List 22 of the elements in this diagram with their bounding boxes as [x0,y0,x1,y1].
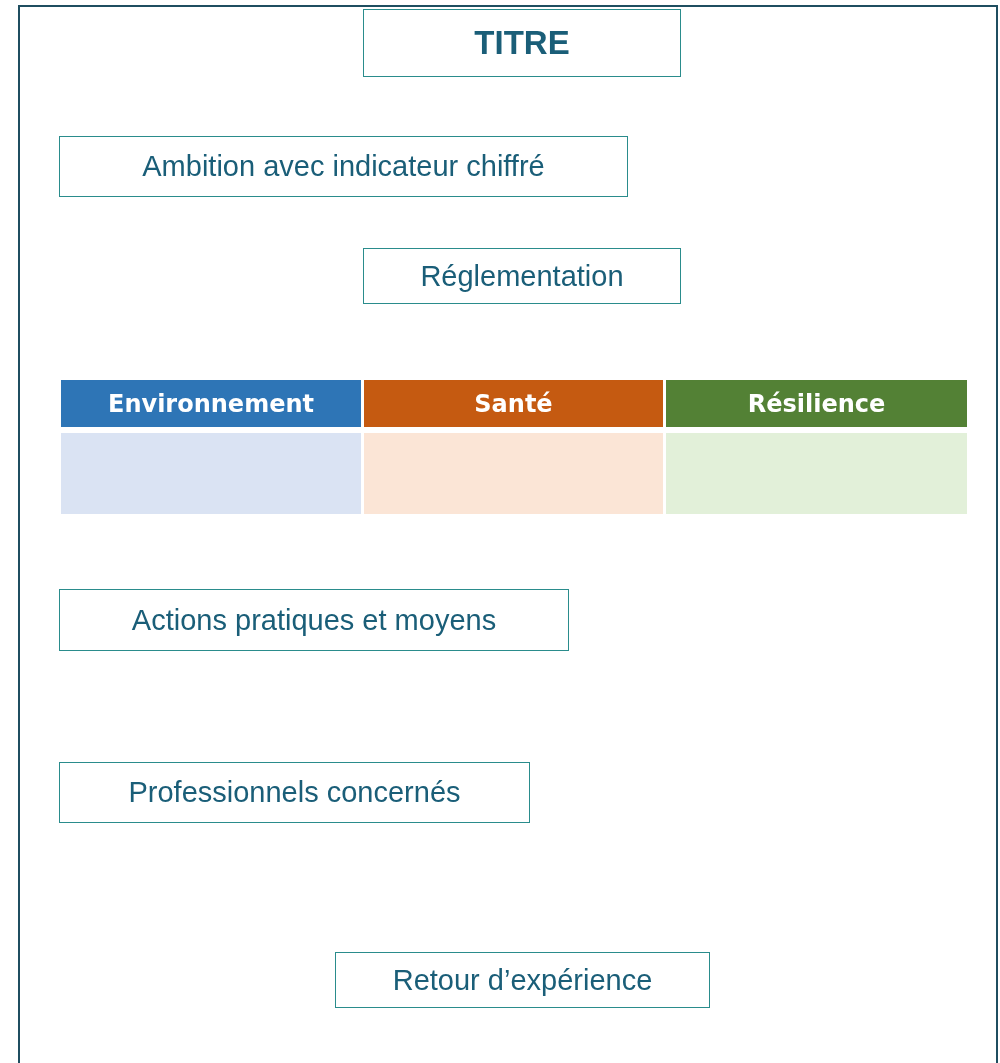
box-label: Professionnels concernés [128,776,461,809]
header-label: Résilience [747,389,886,418]
box-label: Retour d’expérience [392,963,653,997]
page-frame [18,5,998,1063]
box-label: Actions pratiques et moyens [131,603,497,637]
table-cell [364,433,663,514]
header-label: Environnement [108,389,314,418]
title-box [363,9,681,77]
column-header [61,380,361,427]
table-cell [666,433,967,514]
header-label: Santé [474,389,553,418]
text-box [363,248,681,304]
column-header [364,380,663,427]
text-box [335,952,710,1008]
box-label: Réglementation [420,259,624,293]
box-label: Ambition avec indicateur chiffré [142,150,545,183]
text-box [59,762,530,823]
text-box [59,589,569,651]
text-box [59,136,628,197]
title-text: TITRE [474,24,570,62]
column-header [666,380,967,427]
table-cell [61,433,361,514]
